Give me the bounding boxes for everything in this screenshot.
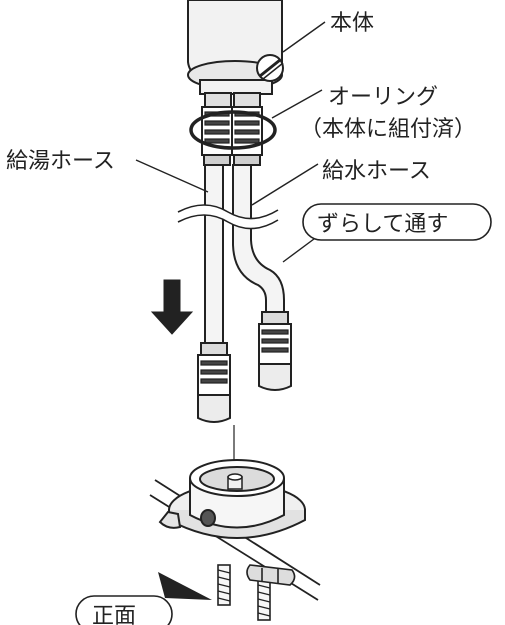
mounting-bolts <box>217 564 296 621</box>
label-cold-water-hose: 給水ホース <box>322 159 431 184</box>
leader-lines <box>135 21 326 263</box>
o-ring <box>189 110 277 150</box>
label-o-ring: オーリング <box>328 85 438 110</box>
mounting-base <box>149 459 321 601</box>
cold-water-hose <box>232 164 292 391</box>
faucet-body <box>187 0 284 95</box>
hose-break-mark <box>177 204 279 230</box>
front-callout-box <box>75 595 173 625</box>
insert-direction-arrow <box>150 279 194 335</box>
shift-through-callout-box <box>302 203 492 241</box>
label-body: 本体 <box>330 11 374 36</box>
front-direction-pointer <box>158 572 212 600</box>
label-hot-water-hose: 給湯ホース <box>6 149 115 174</box>
label-o-ring-note: （本体に組付済） <box>300 117 476 142</box>
label-shift-through: ずらして通す <box>317 212 448 237</box>
label-front: 正面 <box>92 604 136 625</box>
body-fittings <box>201 92 263 166</box>
hot-water-hose <box>197 164 231 423</box>
